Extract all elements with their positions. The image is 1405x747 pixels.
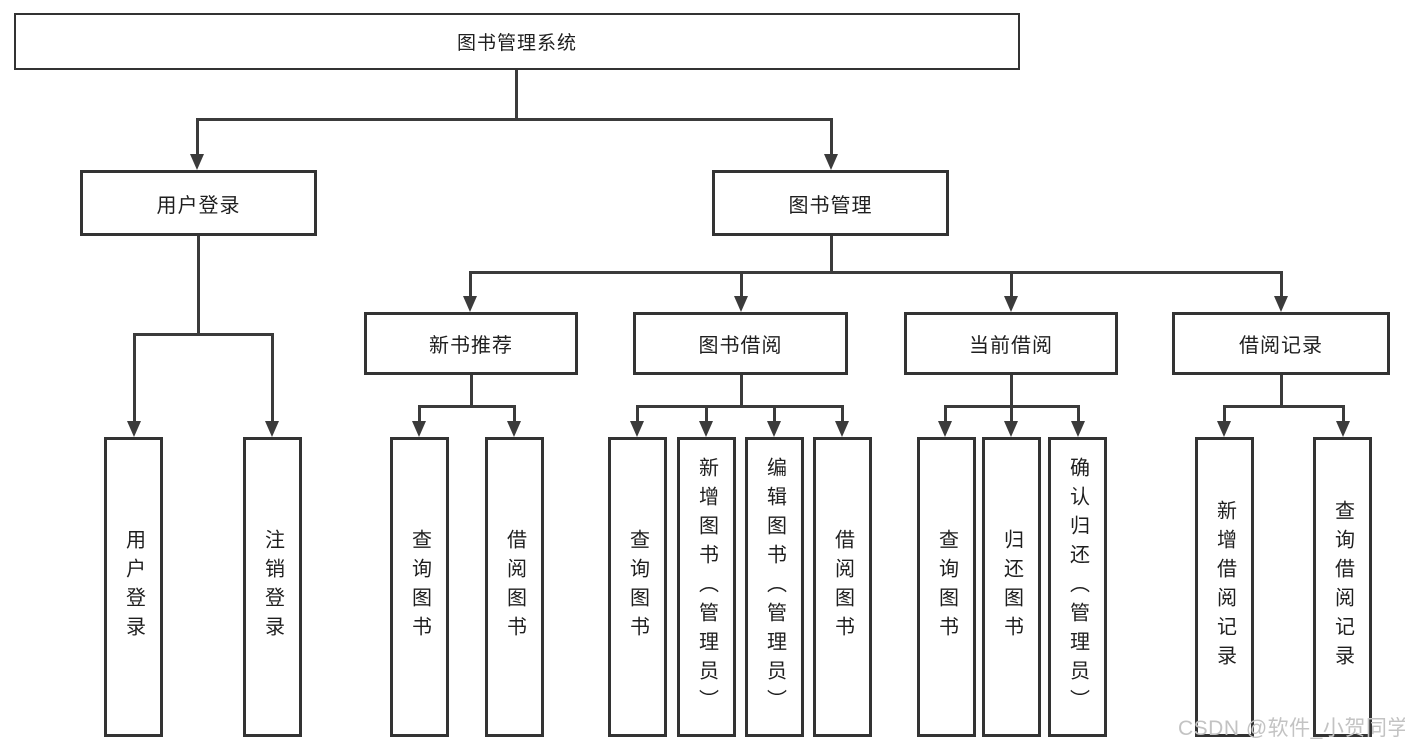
- node-book-borrowing-label: 图书借阅: [698, 335, 783, 357]
- v-line: [830, 236, 833, 273]
- arrow-stem: [418, 405, 421, 423]
- leaf-logout-label: 注销登录: [261, 529, 284, 645]
- node-book-management-label: 图书管理: [788, 194, 873, 217]
- arrow-down-icon: [767, 421, 781, 437]
- arrow-stem: [773, 405, 776, 423]
- v-line: [1280, 375, 1283, 407]
- leaf-borrow-books-borrowing: 借阅图书: [813, 437, 872, 737]
- v-line: [515, 70, 518, 120]
- leaf-add-borrow-record: 新增借阅记录: [1195, 437, 1254, 737]
- arrow-down-icon: [1004, 296, 1018, 312]
- arrow-down-icon: [1071, 421, 1085, 437]
- node-current-borrowing: 当前借阅: [904, 312, 1118, 375]
- leaf-query-borrow-record-label: 查询借阅记录: [1331, 500, 1354, 674]
- leaf-query-books-current-label: 查询图书: [935, 529, 958, 645]
- v-line: [470, 375, 473, 407]
- arrow-stem: [513, 405, 516, 423]
- v-line: [1010, 375, 1013, 407]
- node-book-borrowing: 图书借阅: [633, 312, 848, 375]
- arrow-down-icon: [824, 154, 838, 170]
- arrow-stem: [830, 118, 833, 156]
- csdn-watermark: CSDN @软件_小贺同学: [1178, 717, 1405, 740]
- leaf-query-books-borrowing: 查询图书: [608, 437, 667, 737]
- arrow-down-icon: [507, 421, 521, 437]
- leaf-edit-book-admin: 编辑图书（管理员）: [745, 437, 804, 737]
- leaf-logout: 注销登录: [243, 437, 302, 737]
- leaf-confirm-return-admin: 确认归还（管理员）: [1048, 437, 1107, 737]
- node-user-login: 用户登录: [80, 170, 317, 236]
- leaf-query-borrow-record: 查询借阅记录: [1313, 437, 1372, 737]
- node-library-system: 图书管理系统: [14, 13, 1020, 70]
- leaf-add-borrow-record-label: 新增借阅记录: [1213, 500, 1236, 674]
- leaf-query-books-borrowing-label: 查询图书: [626, 529, 649, 645]
- arrow-down-icon: [1004, 421, 1018, 437]
- h-line: [1223, 405, 1345, 408]
- v-line: [197, 236, 200, 335]
- leaf-edit-book-admin-label: 编辑图书（管理员）: [763, 456, 786, 718]
- leaf-user-login: 用户登录: [104, 437, 163, 737]
- arrow-stem: [133, 333, 136, 423]
- leaf-borrow-books-recommend: 借阅图书: [485, 437, 544, 737]
- node-new-book-recommend-label: 新书推荐: [429, 335, 513, 357]
- h-line: [133, 333, 274, 336]
- node-user-login-label: 用户登录: [156, 194, 241, 217]
- h-line: [418, 405, 516, 408]
- leaf-borrow-books-recommend-label: 借阅图书: [503, 529, 526, 645]
- arrow-down-icon: [938, 421, 952, 437]
- arrow-down-icon: [412, 421, 426, 437]
- leaf-borrow-books-borrowing-label: 借阅图书: [831, 529, 854, 645]
- arrow-down-icon: [463, 296, 477, 312]
- arrow-down-icon: [190, 154, 204, 170]
- arrow-stem: [196, 118, 199, 156]
- arrow-stem: [1223, 405, 1226, 423]
- arrow-down-icon: [699, 421, 713, 437]
- h-line: [636, 405, 844, 408]
- arrow-stem: [636, 405, 639, 423]
- arrow-stem: [1010, 271, 1013, 298]
- arrow-stem: [740, 271, 743, 298]
- arrow-down-icon: [127, 421, 141, 437]
- arrow-stem: [1077, 405, 1080, 423]
- node-library-system-label: 图书管理系统: [456, 33, 577, 54]
- leaf-user-login-label: 用户登录: [122, 529, 145, 645]
- leaf-query-books-recommend-label: 查询图书: [408, 529, 431, 645]
- node-borrowing-records: 借阅记录: [1172, 312, 1390, 375]
- arrow-down-icon: [734, 296, 748, 312]
- leaf-add-book-admin: 新增图书（管理员）: [677, 437, 736, 737]
- arrow-stem: [1342, 405, 1345, 423]
- arrow-down-icon: [1217, 421, 1231, 437]
- node-borrowing-records-label: 借阅记录: [1239, 335, 1323, 357]
- arrow-stem: [469, 271, 472, 298]
- arrow-stem: [841, 405, 844, 423]
- h-line: [469, 271, 1282, 274]
- leaf-query-books-recommend: 查询图书: [390, 437, 449, 737]
- arrow-down-icon: [1274, 296, 1288, 312]
- v-line: [740, 375, 743, 407]
- node-current-borrowing-label: 当前借阅: [969, 335, 1053, 357]
- arrow-down-icon: [265, 421, 279, 437]
- arrow-down-icon: [630, 421, 644, 437]
- arrow-down-icon: [835, 421, 849, 437]
- leaf-return-book-label: 归还图书: [1000, 529, 1023, 645]
- arrow-stem: [944, 405, 947, 423]
- node-new-book-recommend: 新书推荐: [364, 312, 578, 375]
- leaf-return-book: 归还图书: [982, 437, 1041, 737]
- leaf-confirm-return-admin-label: 确认归还（管理员）: [1066, 456, 1089, 718]
- leaf-add-book-admin-label: 新增图书（管理员）: [695, 456, 718, 718]
- arrow-stem: [705, 405, 708, 423]
- arrow-stem: [271, 333, 274, 423]
- leaf-query-books-current: 查询图书: [917, 437, 976, 737]
- arrow-stem: [1010, 405, 1013, 423]
- arrow-stem: [1280, 271, 1283, 298]
- h-line: [196, 118, 833, 121]
- arrow-down-icon: [1336, 421, 1350, 437]
- node-book-management: 图书管理: [712, 170, 949, 236]
